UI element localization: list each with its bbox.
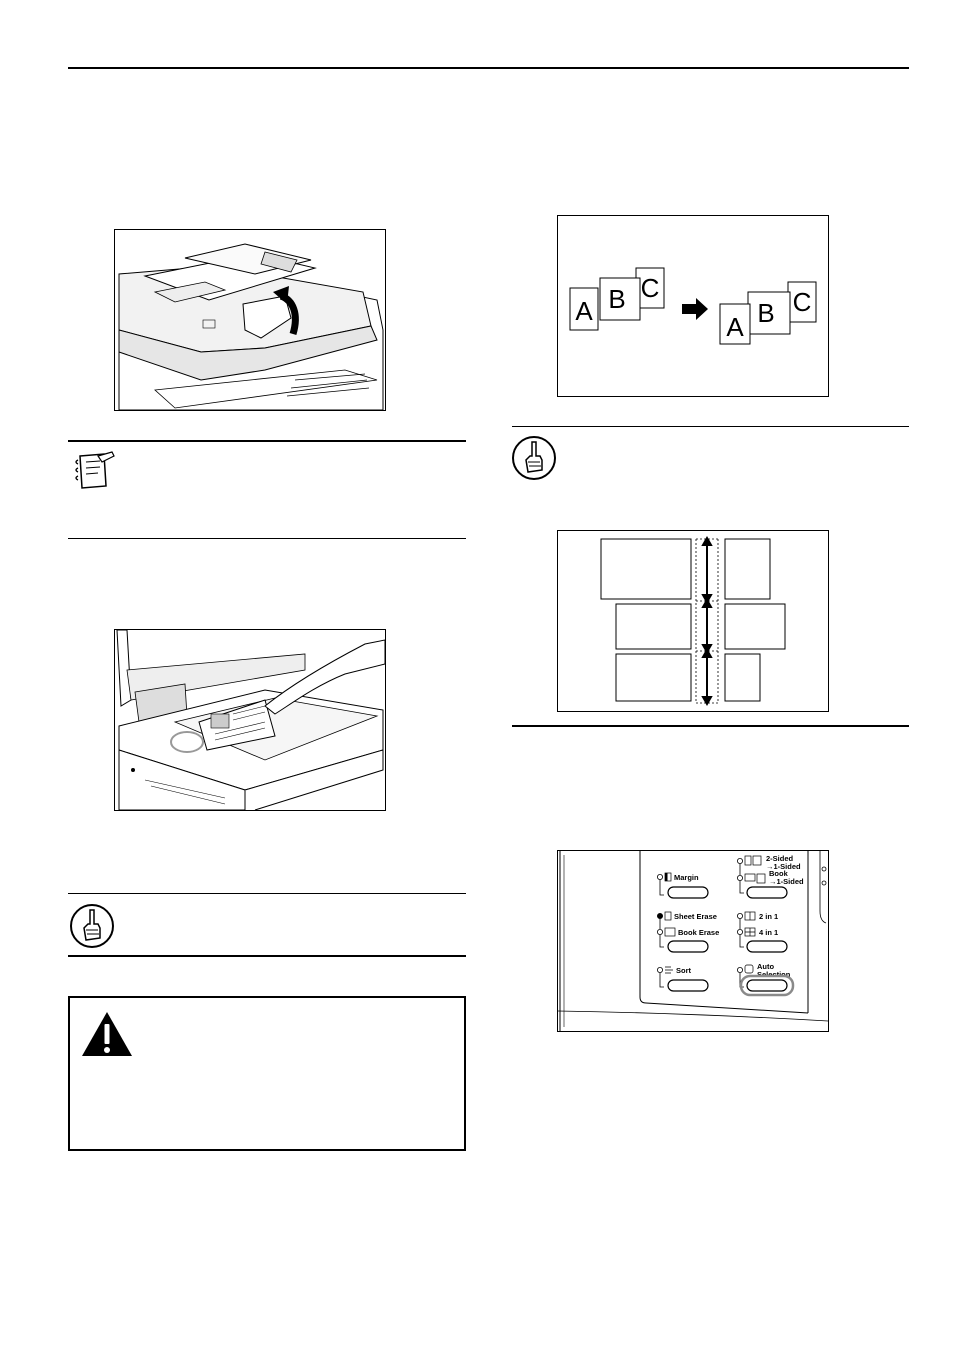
auto-selection-label-2: Selection [757, 970, 791, 979]
row3-left-page [615, 653, 692, 702]
sheet-erase-label: Sheet Erase [674, 912, 717, 921]
row2-left-page [615, 603, 692, 650]
row3-right-page [724, 653, 761, 702]
note-bottom-rule [68, 538, 466, 539]
book-label-2: →1-Sided [769, 877, 804, 886]
two-sided-label-1: 2-Sided [766, 854, 794, 863]
four-in-one-label: 4 in 1 [759, 928, 778, 937]
page-order-diagram: C B A C B A [557, 215, 829, 397]
document-processor-illustration [114, 229, 386, 411]
label-c-before: C [641, 273, 660, 303]
auto-selection-label-1: Auto [757, 962, 774, 971]
margin-label: Margin [674, 873, 699, 882]
arrow-right-icon [682, 298, 708, 320]
two-in-one-label: 2 in 1 [759, 912, 778, 921]
important-top-rule [68, 893, 466, 894]
row1-left-page [600, 538, 692, 600]
margin-button[interactable] [667, 886, 709, 899]
two-sided-label-2: →1-Sided [766, 862, 801, 871]
label-a-after: A [726, 312, 744, 342]
duplex-button[interactable] [746, 886, 788, 899]
note-top-rule [68, 440, 466, 442]
important-hand-icon [68, 902, 116, 950]
important-right-bottom-rule [512, 725, 909, 727]
row2-right-page [724, 603, 786, 650]
book-label-1: Book [769, 869, 789, 878]
erase-button[interactable] [667, 940, 709, 953]
sort-button[interactable] [667, 979, 709, 992]
label-b-after: B [757, 298, 774, 328]
label-a-before: A [575, 296, 593, 326]
caution-box [68, 996, 466, 1151]
page-c-before [635, 267, 665, 309]
row1-right-page [724, 538, 771, 600]
label-c-after: C [793, 287, 812, 317]
page-b-before [599, 277, 641, 321]
header-rule [68, 67, 909, 69]
auto-selection-button[interactable] [746, 979, 788, 992]
auto-selection-highlight [739, 974, 795, 997]
page-size-diagram [557, 530, 829, 712]
page-a-after [719, 303, 751, 345]
book-erase-label: Book Erase [678, 928, 719, 937]
page-a-before [569, 287, 599, 331]
platen-original-illustration [114, 629, 386, 811]
label-b-before: B [608, 284, 625, 314]
important-right-top-rule [512, 426, 909, 427]
important-hand-icon-right [510, 434, 558, 482]
warning-triangle-icon [80, 1010, 134, 1058]
sort-label: Sort [676, 966, 692, 975]
operation-panel-illustration: Margin Sheet Erase Book Erase Sort 2-Sid… [557, 850, 829, 1032]
combine-button[interactable] [746, 940, 788, 953]
important-bottom-rule [68, 955, 466, 957]
note-icon [72, 450, 116, 494]
